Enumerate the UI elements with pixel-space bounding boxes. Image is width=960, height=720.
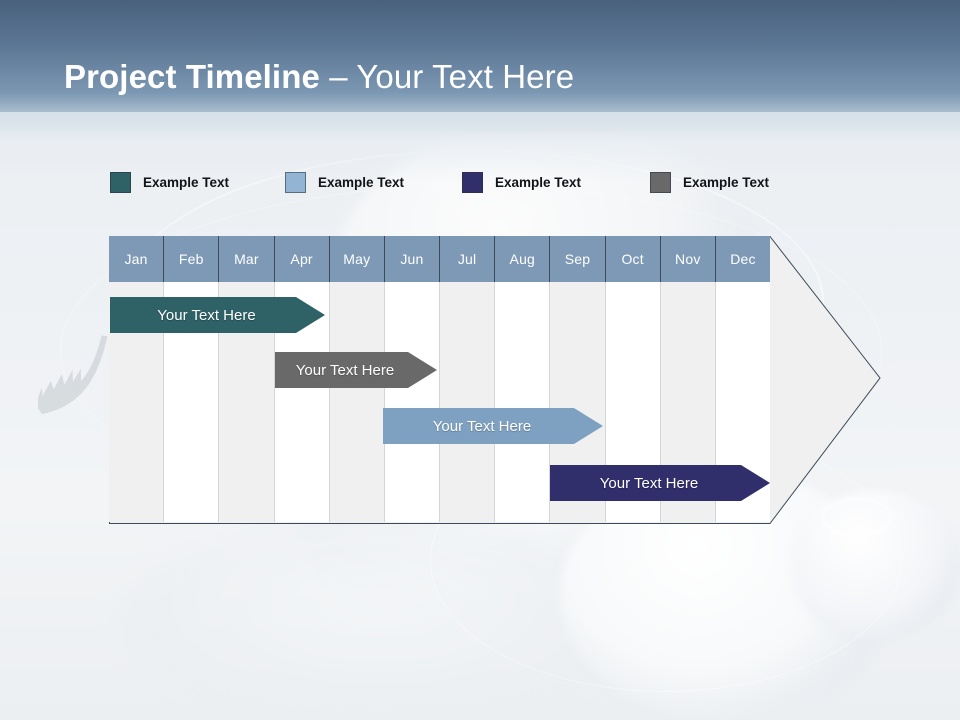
task-bar-1-shape (110, 297, 325, 333)
month-cell-apr[interactable]: Apr (274, 236, 330, 282)
month-cell-feb[interactable]: Feb (164, 236, 220, 282)
grid-column-aug (495, 282, 551, 522)
month-cell-sep[interactable]: Sep (550, 236, 606, 282)
legend: Example Text Example Text Example Text E… (110, 170, 830, 194)
background-highlight-ring (822, 498, 892, 536)
legend-item-4[interactable]: Example Text (650, 170, 769, 194)
task-bar-1-label: Your Text Here (157, 306, 256, 324)
title-light-part: – Your Text Here (319, 58, 575, 95)
title-banner (0, 0, 960, 132)
month-cell-dec[interactable]: Dec (715, 236, 771, 282)
task-bar-4[interactable]: Your Text Here (550, 465, 770, 501)
grid-column-may (329, 282, 385, 522)
legend-swatch-gray-icon (650, 171, 671, 193)
banner-fade (0, 112, 960, 182)
task-bar-2-shape (275, 352, 437, 388)
legend-label-4: Example Text (683, 174, 770, 190)
month-cell-aug[interactable]: Aug (495, 236, 551, 282)
task-bar-2-label: Your Text Here (295, 361, 395, 379)
grid-column-jul (440, 282, 496, 522)
task-bar-4-label: Your Text Here (599, 474, 699, 492)
legend-label-2: Example Text (318, 174, 405, 190)
legend-item-1[interactable]: Example Text (110, 170, 229, 194)
legend-swatch-lightblue-icon (285, 171, 306, 193)
legend-label-1: Example Text (143, 174, 230, 190)
task-bar-2[interactable]: Your Text Here (275, 352, 437, 388)
task-bar-3-shape (383, 408, 603, 444)
month-cell-may[interactable]: May (329, 236, 385, 282)
legend-swatch-teal-icon (110, 171, 131, 193)
task-bar-1[interactable]: Your Text Here (110, 297, 325, 333)
task-bar-3[interactable]: Your Text Here (383, 408, 603, 444)
month-cell-oct[interactable]: Oct (605, 236, 661, 282)
month-header-row: Jan Feb Mar Apr May Jun Jul Aug Sep Oct … (109, 236, 771, 282)
legend-swatch-navy-icon (462, 171, 483, 193)
legend-item-3[interactable]: Example Text (462, 170, 581, 194)
task-bar-3-label: Your Text Here (432, 417, 532, 435)
legend-item-2[interactable]: Example Text (285, 170, 404, 194)
task-bars: Your Text Here Your Text Here Your Text … (109, 236, 881, 524)
month-cell-mar[interactable]: Mar (219, 236, 275, 282)
leaf-decoration-icon (38, 335, 108, 414)
month-cell-nov[interactable]: Nov (660, 236, 716, 282)
legend-label-3: Example Text (495, 174, 582, 190)
month-cell-jul[interactable]: Jul (440, 236, 496, 282)
timeline-chart: Jan Feb Mar Apr May Jun Jul Aug Sep Oct … (109, 236, 881, 524)
grid-column-jun (384, 282, 441, 522)
month-cell-jan[interactable]: Jan (109, 236, 165, 282)
page-title: Project Timeline – Your Text Here (64, 58, 574, 96)
month-cell-jun[interactable]: Jun (384, 236, 441, 282)
task-bar-4-shape (550, 465, 770, 501)
title-strong-part: Project Timeline (64, 58, 320, 95)
